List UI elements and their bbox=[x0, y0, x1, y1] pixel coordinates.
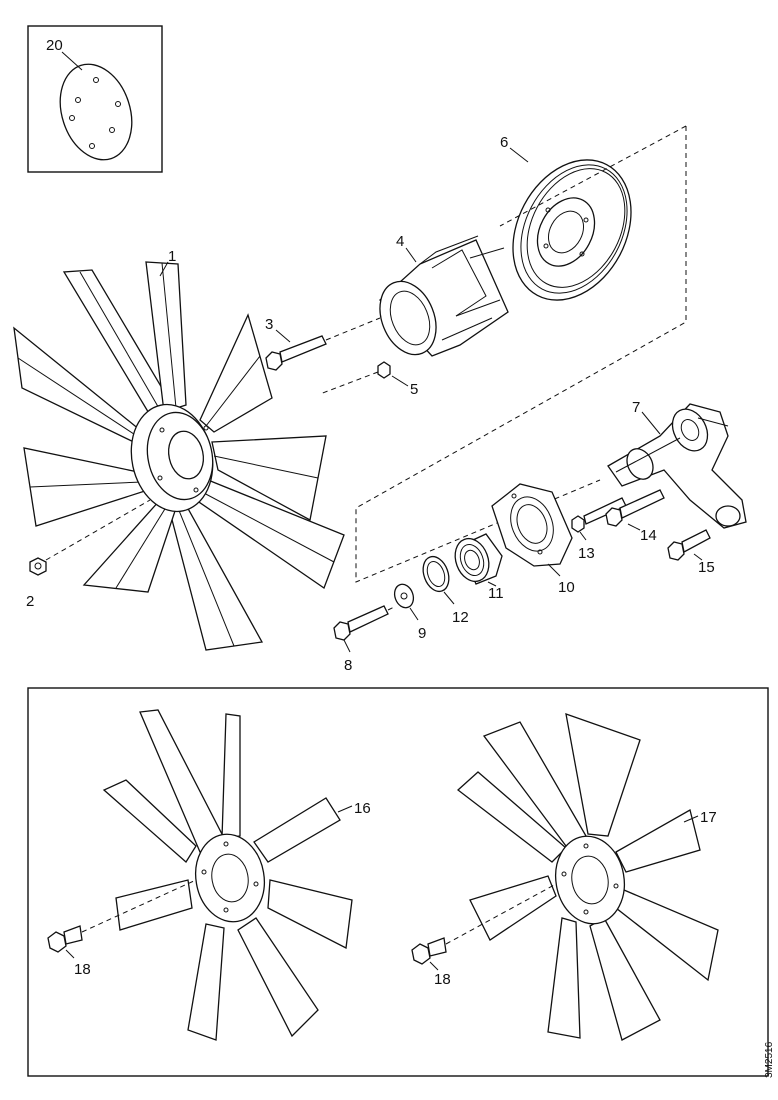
callout-1: 1 bbox=[168, 248, 176, 265]
callout-3: 3 bbox=[265, 316, 273, 333]
callout-2: 2 bbox=[26, 593, 34, 610]
washer-part-9: 9 bbox=[393, 583, 426, 642]
bolt-part-14: 14 bbox=[605, 489, 665, 544]
fan-part-16: 16 bbox=[102, 709, 371, 1041]
callout-7: 7 bbox=[632, 399, 640, 416]
bolt-part-2: 2 bbox=[26, 499, 151, 610]
callout-10: 10 bbox=[558, 579, 575, 596]
callout-15: 15 bbox=[698, 559, 715, 576]
fan-part-1: 1 bbox=[13, 248, 345, 651]
housing-part-10: 10 bbox=[491, 483, 575, 596]
callout-14: 14 bbox=[640, 527, 657, 544]
fan-part-17: 17 bbox=[456, 713, 719, 1041]
bolt-part-8: 8 bbox=[333, 605, 397, 674]
pulley-part-6: 6 bbox=[500, 134, 632, 301]
cover-plate bbox=[59, 63, 133, 161]
assembly-outline bbox=[355, 126, 687, 583]
callout-18-left: 18 bbox=[74, 961, 91, 978]
callout-16: 16 bbox=[354, 800, 371, 817]
callout-5: 5 bbox=[410, 381, 418, 398]
detail-box-part-20: 20 bbox=[27, 25, 163, 173]
bearing-part-11: 11 bbox=[454, 533, 504, 602]
callout-9: 9 bbox=[418, 625, 426, 642]
bolt-part-3: 3 bbox=[265, 316, 381, 371]
bracket-part-7: 7 bbox=[607, 399, 747, 529]
drawing-code: 3M2516 bbox=[764, 1041, 775, 1078]
circlip-part-12: 12 bbox=[422, 555, 469, 626]
bolt-part-15: 15 bbox=[667, 529, 715, 576]
detail-box-alternative-fans: 16 18 17 bbox=[27, 687, 769, 1077]
nut-part-13: 13 bbox=[571, 497, 627, 562]
callout-17: 17 bbox=[700, 809, 717, 826]
callout-6: 6 bbox=[500, 134, 508, 151]
callout-12: 12 bbox=[452, 609, 469, 626]
spacer-part-4: 4 bbox=[379, 233, 509, 357]
callout-18-right: 18 bbox=[434, 971, 451, 988]
callout-20: 20 bbox=[46, 37, 63, 54]
bolt-part-18-right: 18 bbox=[411, 883, 557, 988]
bolt-part-18-left: 18 bbox=[47, 879, 197, 978]
nut-part-5: 5 bbox=[319, 361, 418, 398]
callout-11: 11 bbox=[488, 585, 504, 602]
callout-4: 4 bbox=[396, 233, 404, 250]
callout-13: 13 bbox=[578, 545, 595, 562]
callout-8: 8 bbox=[344, 657, 352, 674]
